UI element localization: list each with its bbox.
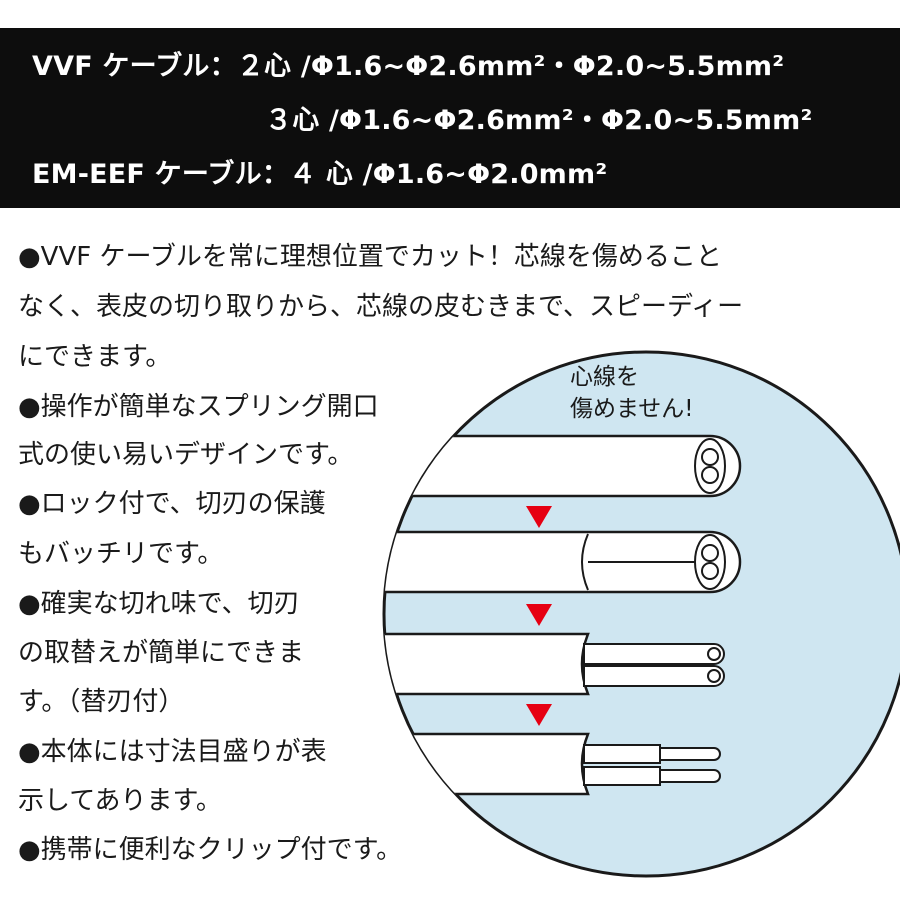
spec-line-em-eef: EM-EEF ケーブル：４ 心 /Φ1.6~Φ2.0mm² xyxy=(32,159,608,190)
cable-stripping-illustration: 心線を 傷めません! xyxy=(382,350,900,878)
description-line: ●操作が簡単なスプリング開口 xyxy=(18,392,379,422)
description-line: なく、表皮の切り取りから、芯線の皮むきまで、スピーディー xyxy=(18,292,744,322)
cable-stage-wires-exposed xyxy=(384,632,725,696)
callout-line1: 心線を xyxy=(570,364,639,390)
background-circle xyxy=(382,350,900,878)
cable-stage-sheath-cut xyxy=(384,530,742,594)
description-line: す。（替刃付） xyxy=(18,687,185,717)
description-line: の取替えが簡単にできま xyxy=(18,638,305,668)
description-line: ●ロック付で、切刃の保護 xyxy=(18,489,326,519)
spec-line-vvf-2core: VVF ケーブル：２心 /Φ1.6~Φ2.6mm²・Φ2.0~5.5mm² xyxy=(32,51,785,82)
description-line: 示してあります。 xyxy=(18,786,222,816)
description-line: ●VVF ケーブルを常に理想位置でカット！芯線を傷めること xyxy=(18,242,722,272)
description-line: ●携帯に便利なクリップ付です。 xyxy=(18,835,403,865)
callout-line2: 傷めません! xyxy=(570,396,694,422)
spec-banner xyxy=(0,28,900,208)
spec-line-vvf-3core: ３心 /Φ1.6~Φ2.6mm²・Φ2.0~5.5mm² xyxy=(265,105,813,136)
arrow-down-icon xyxy=(526,704,552,726)
arrow-down-icon xyxy=(526,506,552,528)
description-line: もバッチリです。 xyxy=(18,539,224,569)
description-line: ●本体には寸法目盛りが表 xyxy=(18,737,327,767)
description-line: 式の使い易いデザインです。 xyxy=(18,440,354,470)
cable-stage-intact xyxy=(384,434,742,498)
description-line: ●確実な切れ味で、切刃 xyxy=(18,589,300,619)
arrow-down-icon xyxy=(526,604,552,626)
description-line: にできます。 xyxy=(18,342,172,372)
